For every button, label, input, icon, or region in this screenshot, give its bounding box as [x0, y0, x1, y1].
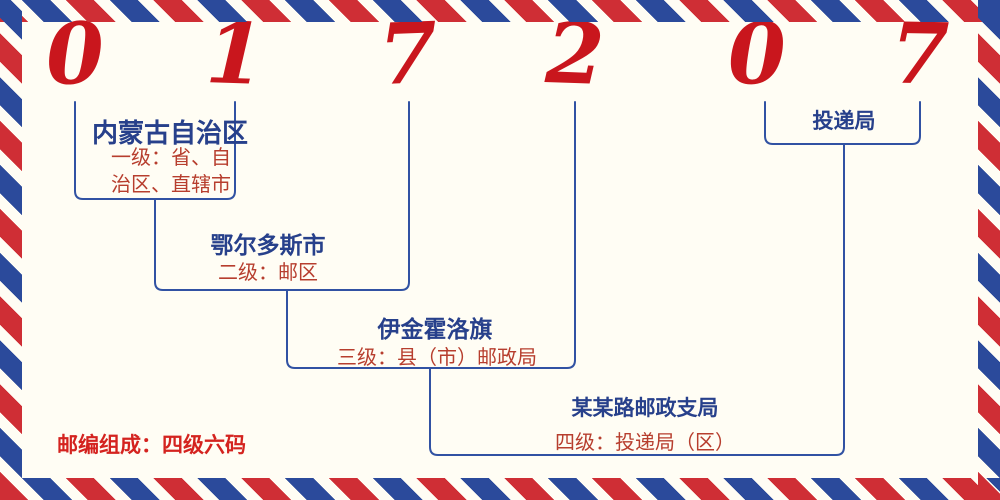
- airmail-border-top: [0, 0, 1000, 22]
- delivery-bracket-line: [764, 101, 921, 145]
- level4-place-label: 某某路邮政支局: [571, 396, 719, 420]
- airmail-border-right: [978, 0, 1000, 500]
- level1-desc-label: 一级：省、自治区、直辖市: [111, 145, 231, 196]
- level3-place-label: 伊金霍洛旗: [377, 317, 493, 343]
- level2-desc-label: 二级：邮区: [218, 260, 318, 284]
- composition-note: 邮编组成：四级六码: [57, 433, 246, 457]
- level2-bracket-line: [154, 101, 410, 291]
- level4-bracket-line: [429, 143, 845, 456]
- level3-bracket-line: [286, 101, 576, 369]
- postal-digit-1: 0: [43, 2, 107, 105]
- level3-desc-label: 三级：县（市）邮政局: [337, 345, 537, 369]
- postal-digit-5: 0: [726, 3, 788, 104]
- postal-digit-2: 1: [204, 3, 266, 104]
- level1-place-label: 内蒙古自治区: [91, 119, 249, 149]
- postal-digit-4: 2: [544, 3, 606, 104]
- level2-place-label: 鄂尔多斯市: [210, 233, 326, 259]
- postal-digit-3: 7: [377, 3, 439, 104]
- postal-digit-6: 7: [889, 3, 951, 104]
- airmail-border-bottom: [0, 478, 1000, 500]
- delivery-office-label: 投递局: [812, 109, 876, 133]
- level4-desc-label: 四级：投递局（区）: [555, 430, 735, 454]
- airmail-border-left: [0, 0, 22, 500]
